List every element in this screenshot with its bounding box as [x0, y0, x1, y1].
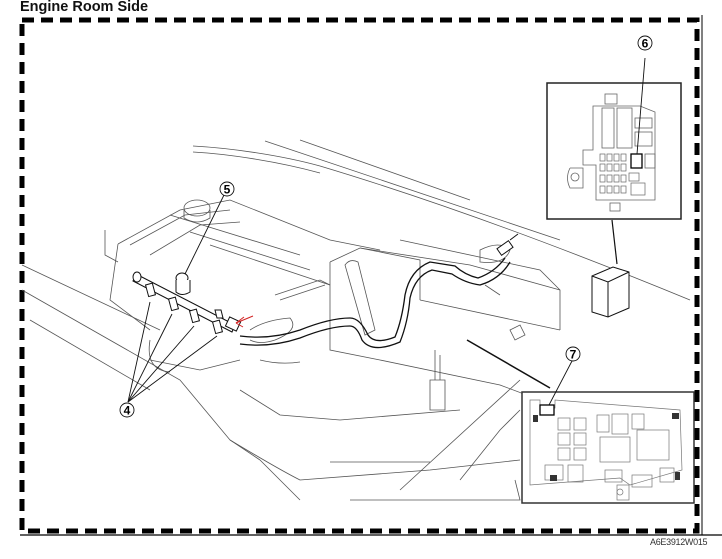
- pointer-line-fuse-block: [466, 339, 551, 389]
- callout-5: 5: [219, 181, 235, 197]
- callout-4: 4: [119, 402, 135, 418]
- svg-text:7: 7: [570, 348, 577, 362]
- diagram-title: Engine Room Side: [20, 0, 149, 15]
- figure-id: A6E3912W015: [650, 537, 708, 547]
- relay-box: [591, 219, 630, 318]
- callout-6: 6: [637, 35, 653, 51]
- inset-fuse-block-7: [521, 360, 695, 504]
- dashed-border: [19, 15, 722, 536]
- inset-fuse-block-6: [546, 57, 682, 220]
- svg-text:5: 5: [224, 183, 231, 197]
- pressure-regulator: [175, 272, 191, 295]
- highlight-arrow: [235, 315, 254, 328]
- leader-lines-4: [127, 301, 218, 403]
- fuel-rail: [132, 271, 242, 333]
- callout-7: 7: [565, 346, 581, 362]
- injectors: [144, 282, 224, 335]
- svg-text:4: 4: [124, 404, 131, 418]
- svg-text:6: 6: [642, 37, 649, 51]
- fuel-hose: [239, 257, 511, 349]
- highlighted-fuse-6: [630, 153, 643, 169]
- highlighted-fuse-7: [539, 404, 555, 416]
- leader-line-5: [184, 194, 225, 275]
- fuel-hose-connector: [496, 233, 519, 256]
